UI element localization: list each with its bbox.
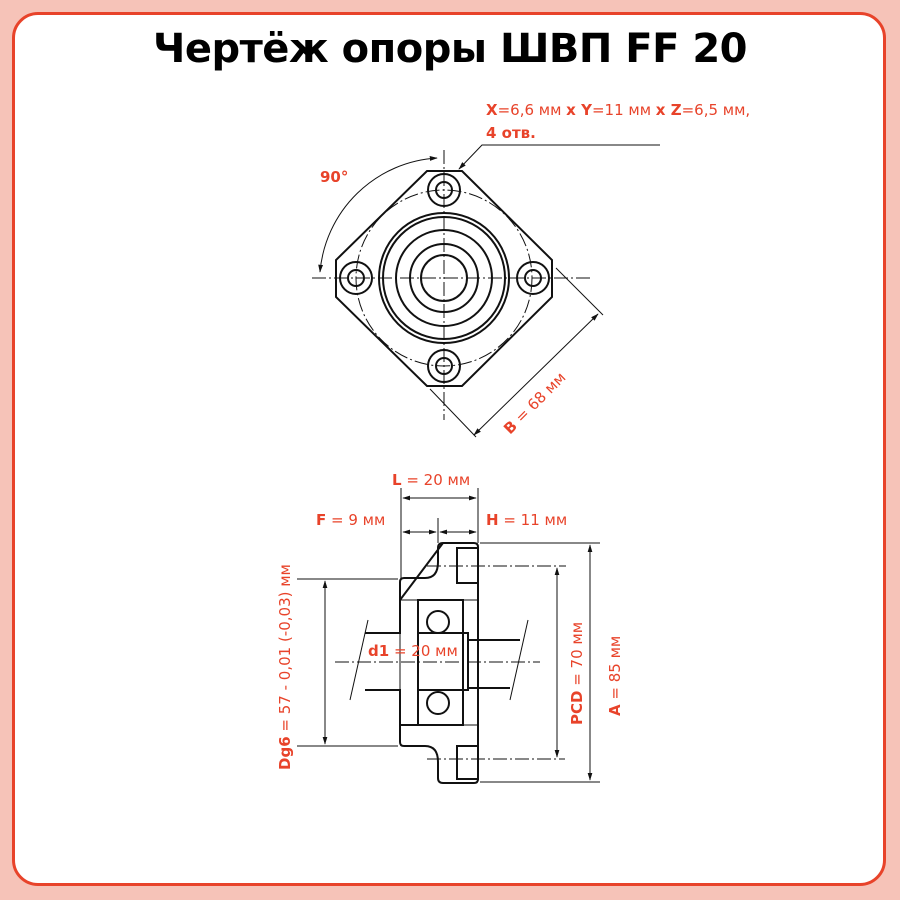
b-dimension-line bbox=[473, 313, 599, 436]
pcd-label: PCD = 70 мм bbox=[568, 622, 586, 725]
d1-label: d1 = 20 мм bbox=[368, 642, 458, 660]
ring bbox=[378, 212, 510, 344]
l-label: L = 20 мм bbox=[392, 471, 470, 489]
extension-line bbox=[555, 267, 604, 316]
top-view: 90° X=6,6 мм x Y=11 мм x Z=6,5 мм, 4 отв… bbox=[312, 101, 750, 438]
a-label: A = 85 мм bbox=[606, 636, 624, 716]
side-view: L = 20 мм F = 9 мм H = 11 мм d1 = 20 мм … bbox=[276, 471, 624, 784]
ring bbox=[395, 229, 493, 327]
shaft-section bbox=[417, 632, 469, 691]
angle-label: 90° bbox=[320, 168, 348, 186]
card-frame bbox=[12, 12, 886, 886]
ball bbox=[426, 610, 450, 634]
angle-arc bbox=[318, 156, 438, 273]
bore bbox=[420, 254, 468, 302]
ring bbox=[409, 243, 479, 313]
bolt-hole bbox=[456, 745, 479, 780]
f-label: F = 9 мм bbox=[316, 511, 385, 529]
dg6-label: Dg6 = 57 - 0,01 (-0,03) мм bbox=[276, 564, 294, 770]
ball bbox=[426, 691, 450, 715]
page-title: Чертёж опоры ШВП FF 20 bbox=[153, 26, 748, 72]
ring bbox=[382, 216, 506, 340]
holes-leader bbox=[458, 144, 660, 170]
holes-count: 4 отв. bbox=[486, 124, 536, 142]
bolt-circle bbox=[355, 189, 533, 367]
h-label: H = 11 мм bbox=[486, 511, 567, 529]
b-dimension-label: B = 68 мм bbox=[500, 369, 569, 438]
holes-spec: X=6,6 мм x Y=11 мм x Z=6,5 мм, bbox=[486, 101, 750, 119]
